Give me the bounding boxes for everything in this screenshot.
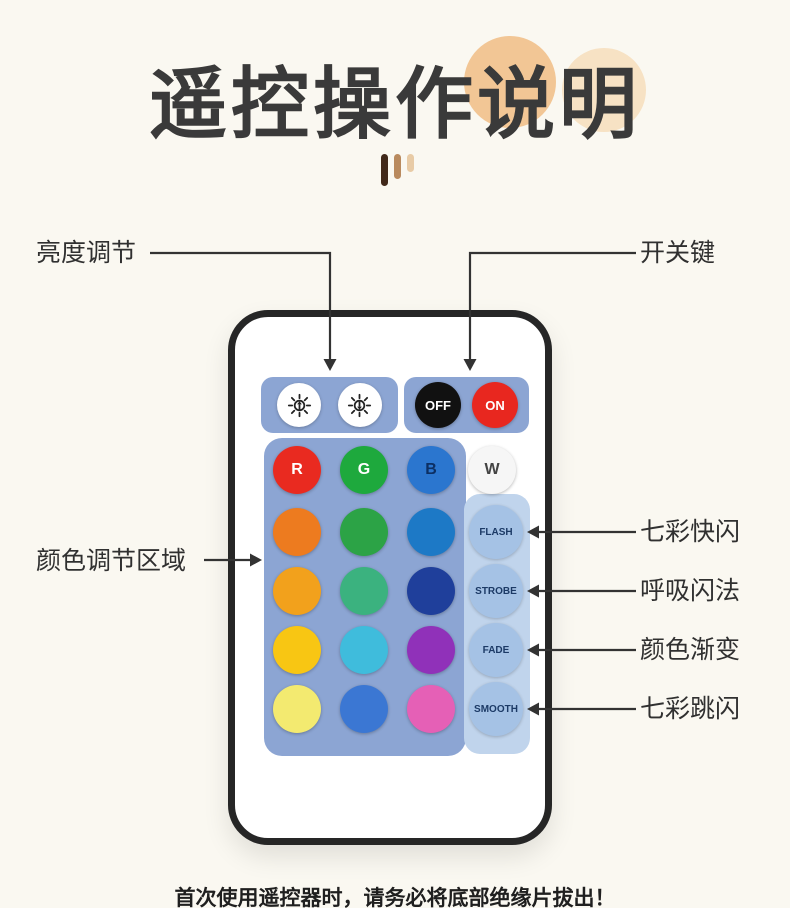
annotation-flash: 七彩快闪 xyxy=(640,518,741,546)
deco-bar xyxy=(381,154,388,186)
on-button[interactable]: ON xyxy=(472,382,518,428)
annotation-color-area: 颜色调节区域 xyxy=(36,547,187,575)
sun-arrow-down-icon xyxy=(348,393,372,417)
color-swatch-button[interactable] xyxy=(340,626,388,674)
annotation-fade: 颜色渐变 xyxy=(640,636,741,664)
smooth-button[interactable]: SMOOTH xyxy=(469,682,523,736)
deco-bar xyxy=(407,154,414,172)
color-swatch-button[interactable] xyxy=(273,508,321,556)
color-w-button[interactable]: W xyxy=(468,446,516,494)
sun-arrow-up-icon xyxy=(287,393,311,417)
color-swatch-button[interactable] xyxy=(407,626,455,674)
color-swatch-button[interactable] xyxy=(407,567,455,615)
color-swatch-button[interactable] xyxy=(273,685,321,733)
color-swatch-button[interactable] xyxy=(340,567,388,615)
footer-note: 首次使用遥控器时，请务必将底部绝缘片拔出！ xyxy=(174,887,616,908)
color-swatch-button[interactable] xyxy=(407,508,455,556)
page-title: 遥控操作说明 xyxy=(148,60,641,148)
color-swatch-button[interactable] xyxy=(273,626,321,674)
color-r-button[interactable]: R xyxy=(273,446,321,494)
title-deco-circle xyxy=(464,36,556,128)
fade-button[interactable]: FADE xyxy=(469,623,523,677)
color-b-button[interactable]: B xyxy=(407,446,455,494)
annotation-smooth: 七彩跳闪 xyxy=(640,695,741,723)
annotation-strobe: 呼吸闪法 xyxy=(640,577,741,605)
color-swatch-button[interactable] xyxy=(340,508,388,556)
brightness-button-group xyxy=(261,377,398,433)
off-button[interactable]: OFF xyxy=(415,382,461,428)
color-swatch-button[interactable] xyxy=(273,567,321,615)
color-g-button[interactable]: G xyxy=(340,446,388,494)
strobe-button[interactable]: STROBE xyxy=(469,564,523,618)
flash-button[interactable]: FLASH xyxy=(469,505,523,559)
title-deco-circle xyxy=(562,48,646,132)
deco-bar xyxy=(394,154,401,179)
color-swatch-button[interactable] xyxy=(407,685,455,733)
brightness-up-button[interactable] xyxy=(277,383,322,427)
annotation-brightness: 亮度调节 xyxy=(36,239,137,267)
brightness-down-button[interactable] xyxy=(337,383,382,427)
title-deco-bars xyxy=(381,154,414,186)
annotation-power: 开关键 xyxy=(640,239,716,267)
color-swatch-button[interactable] xyxy=(340,685,388,733)
